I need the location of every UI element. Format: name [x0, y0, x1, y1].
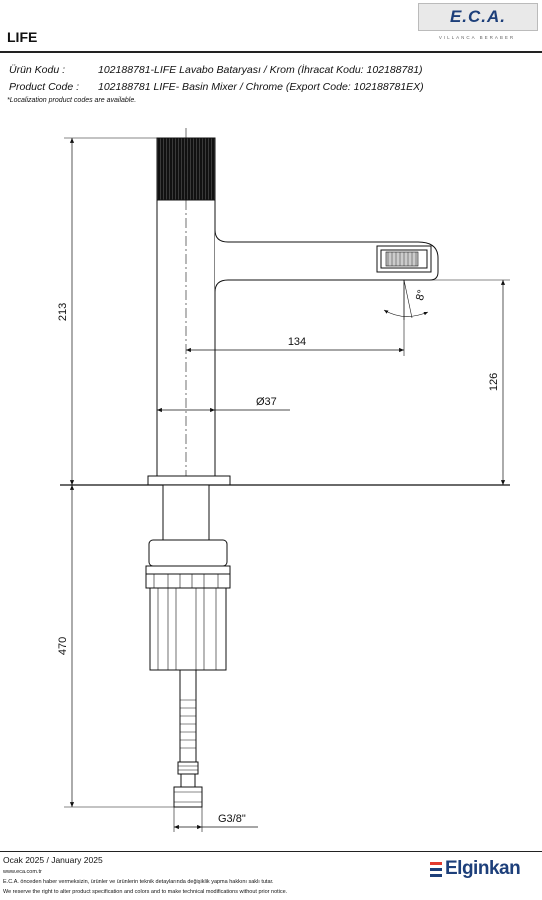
- dim-height-body: 213: [57, 303, 69, 321]
- footer-website: www.eca.com.tr: [3, 869, 42, 875]
- dim-hose-length: 470: [57, 637, 69, 655]
- footer-disclaimer-en: We reserve the right to alter product sp…: [3, 889, 288, 895]
- dim-diameter: Ø37: [256, 396, 277, 408]
- en-code-label: Product Code :: [9, 81, 80, 93]
- localization-note: *Localization product codes are availabl…: [7, 97, 137, 104]
- tr-code-value: 102188781-LIFE Lavabo Bataryası / Krom (…: [98, 64, 423, 76]
- dim-spout-height: 126: [488, 373, 500, 391]
- elginkan-mark-icon: [430, 862, 442, 877]
- dim-thread: G3/8": [218, 813, 246, 825]
- eca-tagline: VILLANCA BERABER: [438, 35, 516, 40]
- footer-disclaimer-tr: E.C.A. önceden haber vermeksizin, ürünle…: [3, 879, 274, 885]
- document-title: LIFE: [7, 29, 38, 45]
- fixing-nut: [149, 587, 227, 671]
- hose-nut: [173, 786, 203, 808]
- en-code-value: 102188781 LIFE- Basin Mixer / Chrome (Ex…: [98, 81, 424, 93]
- elginkan-logo-text: Elginkan: [445, 858, 521, 879]
- tr-code-label: Ürün Kodu :: [9, 64, 66, 76]
- dim-angle: 8°: [414, 289, 428, 302]
- footer-date: Ocak 2025 / January 2025: [3, 855, 103, 865]
- eca-logo-text: E.C.A.: [449, 7, 507, 26]
- mounting-shank: [162, 484, 210, 541]
- base-flange: [147, 475, 231, 486]
- footer-divider: [0, 851, 542, 852]
- header-divider: [0, 51, 542, 53]
- dim-spout-reach: 134: [288, 336, 306, 348]
- eca-logo: E.C.A.: [418, 3, 538, 31]
- elginkan-logo: Elginkan: [430, 858, 521, 880]
